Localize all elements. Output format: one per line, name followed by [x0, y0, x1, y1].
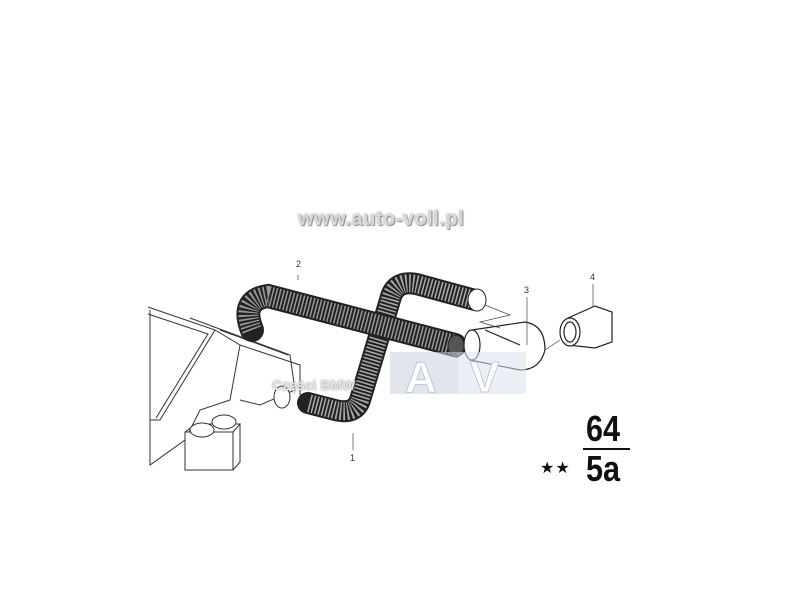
watermark-url: www.auto-voll.pl — [298, 208, 465, 230]
logo-letter-v: V — [470, 353, 500, 402]
stars-marker: ★★ — [540, 460, 571, 477]
heater-housing — [147, 306, 301, 471]
logo-letter-a: A — [405, 353, 437, 402]
hose-part-2 — [236, 283, 467, 358]
callout-4: 4 — [590, 272, 596, 282]
av-watermark-logo: A V — [390, 352, 526, 402]
watermark-brand: Części BMW — [272, 377, 356, 393]
callout-3: 3 — [524, 285, 530, 295]
group-number: 64 — [586, 408, 621, 449]
hose-part-1 — [297, 272, 487, 423]
sleeve-part-4 — [559, 305, 613, 349]
sheet-number: 5a — [586, 448, 621, 489]
callout-1: 1 — [350, 453, 356, 463]
fraction-divider — [583, 448, 630, 450]
callout-2: 2 — [296, 259, 302, 269]
leader-lines — [297, 275, 594, 450]
